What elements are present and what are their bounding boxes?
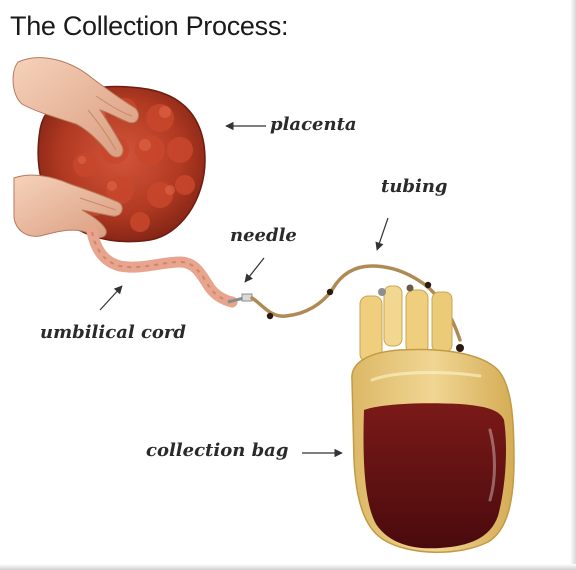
collection-bag-label: collection bag xyxy=(146,440,289,461)
tubing-label: tubing xyxy=(381,176,448,197)
needle-label: needle xyxy=(230,225,297,246)
tubing-image xyxy=(250,264,464,352)
umbilical-cord-arrow xyxy=(99,285,123,311)
frame-edge-right xyxy=(570,0,576,570)
umbilical-cord-label: umbilical cord xyxy=(40,322,186,343)
placenta-image xyxy=(12,57,206,243)
tubing-arrow xyxy=(375,217,389,251)
page-title: The Collection Process: xyxy=(10,11,289,41)
umbilical-cord-image xyxy=(86,226,238,308)
placenta-label: placenta xyxy=(270,114,357,135)
frame-edge-bottom xyxy=(0,564,576,570)
needle-arrow xyxy=(244,257,265,283)
collection-bag-image xyxy=(351,284,515,553)
